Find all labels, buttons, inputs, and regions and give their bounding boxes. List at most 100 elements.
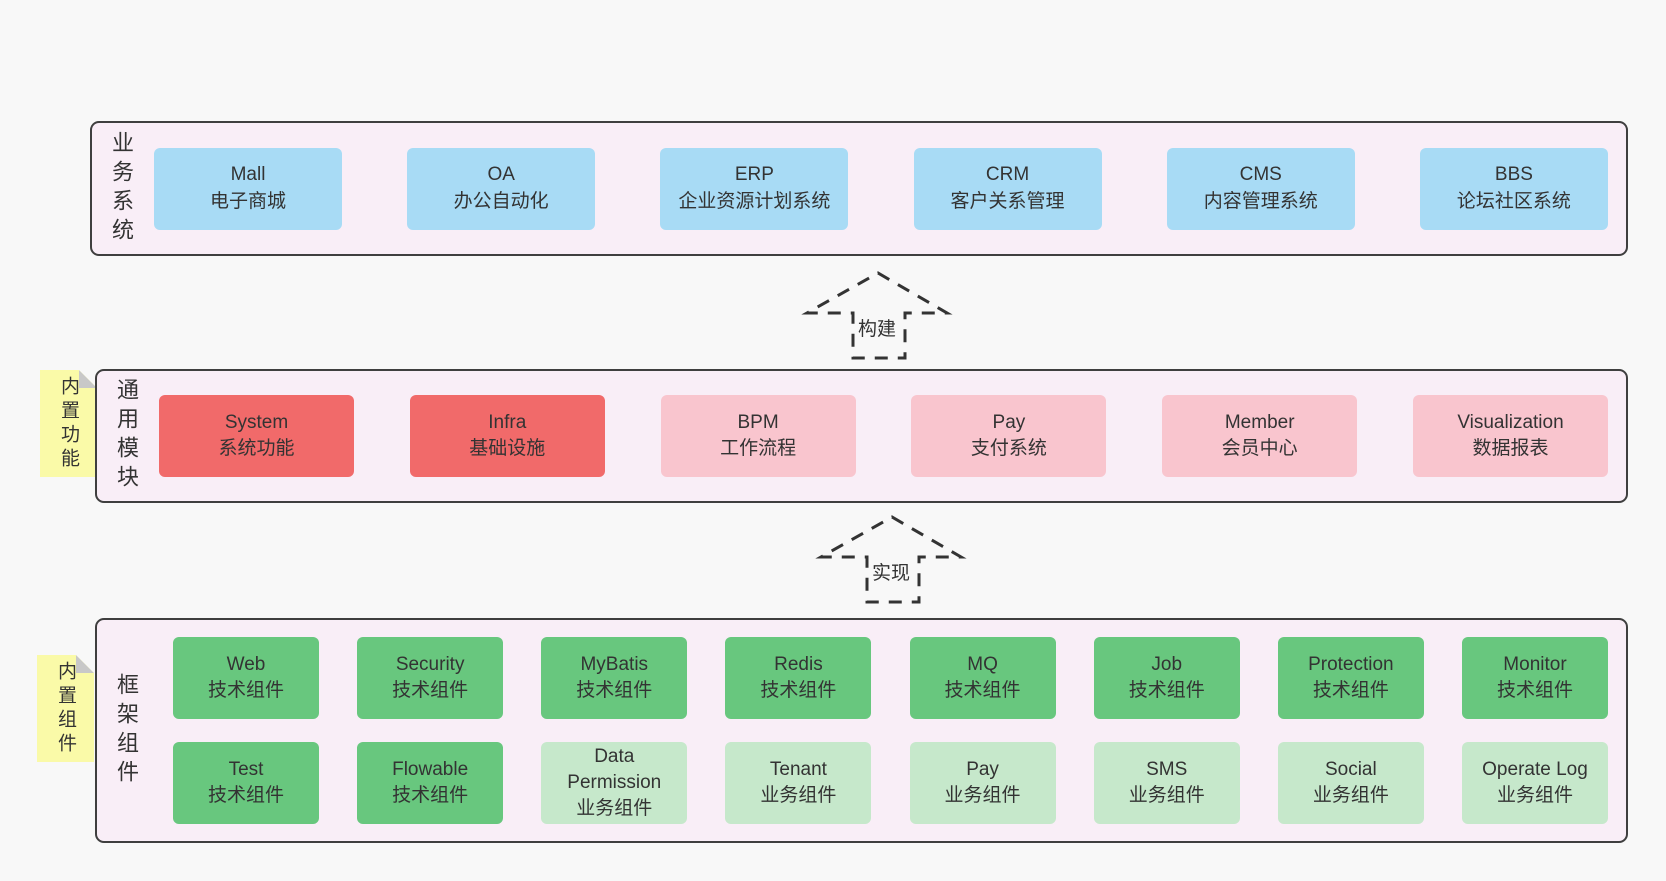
- box-monitor: Monitor 技术组件: [1461, 637, 1608, 719]
- up-arrow-icon: [801, 271, 953, 360]
- box-subtitle: 技术组件: [944, 680, 1021, 701]
- box-redis: Redis 技术组件: [725, 637, 872, 719]
- common-modules-layer: 通用模块 System 系统功能 Infra 基础设施 BPM 工作流程: [95, 369, 1628, 503]
- box-subtitle: 技术组件: [392, 680, 469, 701]
- box-subtitle: 电子商城: [209, 190, 286, 212]
- box-title: Web: [226, 653, 266, 675]
- box-title: BBS: [1494, 164, 1533, 186]
- box-system: System 系统功能: [159, 395, 354, 477]
- box-title: Protection: [1308, 653, 1394, 675]
- built-in-components-note-label: 内置组件: [55, 660, 76, 757]
- business-systems-boxes: Mall 电子商城 OA 办公自动化 ERP 企业资源计划系统 CRM 客户关系…: [154, 147, 1608, 230]
- box-subtitle: 业务组件: [760, 785, 837, 806]
- box-subtitle: 业务组件: [944, 785, 1021, 806]
- box-subtitle: 工作流程: [720, 438, 797, 459]
- framework-components-rows: Web 技术组件 Security 技术组件 MyBatis 技术组件: [159, 637, 1608, 824]
- box-subtitle: 会员中心: [1221, 438, 1298, 459]
- box-title: Flowable: [392, 758, 469, 780]
- box-subtitle: 技术组件: [576, 680, 653, 701]
- box-title: Member: [1224, 411, 1295, 433]
- box-mybatis: MyBatis 技术组件: [541, 637, 688, 719]
- box-title: MQ: [967, 653, 998, 675]
- box-subtitle: 技术组件: [392, 785, 469, 806]
- common-modules-boxes: System 系统功能 Infra 基础设施 BPM 工作流程 Pay 支付系统: [159, 395, 1608, 477]
- box-mall: Mall 电子商城: [154, 147, 342, 230]
- box-subtitle: 支付系统: [970, 438, 1047, 459]
- framework-components-row-2: Test 技术组件 Flowable 技术组件 Data Permission …: [173, 742, 1608, 824]
- framework-components-row-1: Web 技术组件 Security 技术组件 MyBatis 技术组件: [173, 637, 1608, 719]
- box-pay: Pay 业务组件: [909, 742, 1056, 824]
- box-subtitle: 办公自动化: [453, 190, 549, 212]
- box-title: CRM: [985, 164, 1030, 186]
- build-arrow-label: 构建: [857, 319, 896, 340]
- built-in-features-note: 内置功能: [40, 370, 97, 477]
- box-title: Mall: [230, 164, 266, 186]
- box-title: OA: [487, 164, 515, 186]
- box-title: BPM: [737, 411, 779, 433]
- box-subtitle: 企业资源计划系统: [678, 190, 831, 212]
- box-title: Operate Log: [1482, 758, 1588, 780]
- implement-arrow: 实现: [815, 512, 967, 604]
- box-title: Pay: [992, 411, 1026, 433]
- box-title: Infra: [488, 411, 527, 433]
- box-test: Test 技术组件: [173, 742, 319, 824]
- box-subtitle: 数据报表: [1472, 438, 1549, 459]
- box-title: Security: [395, 653, 465, 675]
- box-title: CMS: [1239, 164, 1282, 186]
- box-bbs: BBS 论坛社区系统: [1419, 147, 1608, 230]
- box-title: ERP: [734, 164, 774, 186]
- box-title: System: [224, 411, 289, 433]
- box-social: Social 业务组件: [1277, 742, 1424, 824]
- box-subtitle: 客户关系管理: [950, 190, 1065, 212]
- box-subtitle: 业务组件: [576, 798, 653, 820]
- box-title: Visualization: [1457, 411, 1564, 433]
- box-subtitle: 业务组件: [1128, 785, 1205, 806]
- box-subtitle: 技术组件: [207, 680, 284, 701]
- box-bpm: BPM 工作流程: [660, 395, 856, 477]
- box-subtitle: 业务组件: [1312, 785, 1389, 806]
- folded-corner-icon: [76, 655, 94, 673]
- business-systems-layer-label: 业务系统: [109, 130, 134, 247]
- box-pay: Pay 支付系统: [911, 395, 1107, 477]
- box-subtitle: 技术组件: [1128, 680, 1205, 701]
- box-erp: ERP 企业资源计划系统: [660, 147, 849, 230]
- box-subtitle: 技术组件: [1496, 680, 1573, 701]
- box-visualization: Visualization 数据报表: [1412, 395, 1608, 477]
- box-title: Pay: [966, 758, 999, 780]
- box-operate-log: Operate Log 业务组件: [1461, 742, 1608, 824]
- box-title: Job: [1151, 653, 1183, 675]
- box-subtitle: 系统功能: [218, 438, 295, 459]
- box-flowable: Flowable 技术组件: [357, 742, 504, 824]
- built-in-components-note: 内置组件: [37, 655, 94, 762]
- box-data-permission: Data Permission 业务组件: [541, 742, 688, 824]
- box-title: Test: [228, 758, 264, 780]
- box-member: Member 会员中心: [1162, 395, 1358, 477]
- box-subtitle: 技术组件: [207, 785, 284, 806]
- box-title: SMS: [1146, 758, 1188, 780]
- box-subtitle: 内容管理系统: [1203, 190, 1318, 212]
- box-mq: MQ 技术组件: [909, 637, 1056, 719]
- box-security: Security 技术组件: [357, 637, 504, 719]
- box-title: Social: [1324, 758, 1377, 780]
- implement-arrow-label: 实现: [871, 563, 910, 584]
- common-modules-layer-label: 通用模块: [114, 378, 139, 494]
- box-subtitle: 技术组件: [1312, 680, 1389, 701]
- box-subtitle: 业务组件: [1496, 785, 1573, 806]
- box-protection: Protection 技术组件: [1277, 637, 1424, 719]
- built-in-features-note-label: 内置功能: [58, 375, 79, 472]
- framework-components-layer-label: 框架组件: [114, 672, 139, 789]
- box-crm: CRM 客户关系管理: [913, 147, 1102, 230]
- box-tenant: Tenant 业务组件: [725, 742, 872, 824]
- business-systems-layer: 业务系统 Mall 电子商城 OA 办公自动化 ERP 企业资源计划系统: [90, 121, 1628, 256]
- box-title: Redis: [774, 653, 823, 675]
- box-cms: CMS 内容管理系统: [1166, 147, 1355, 230]
- box-title: Monitor: [1503, 653, 1567, 675]
- framework-components-layer: 框架组件 Web 技术组件 Security 技术组件 MyBati: [95, 618, 1628, 843]
- build-arrow: 构建: [801, 268, 953, 360]
- box-subtitle: 论坛社区系统: [1456, 190, 1571, 212]
- box-infra: Infra 基础设施: [409, 395, 605, 477]
- box-job: Job 技术组件: [1093, 637, 1240, 719]
- box-sms: SMS 业务组件: [1093, 742, 1240, 824]
- box-title: MyBatis: [580, 653, 649, 675]
